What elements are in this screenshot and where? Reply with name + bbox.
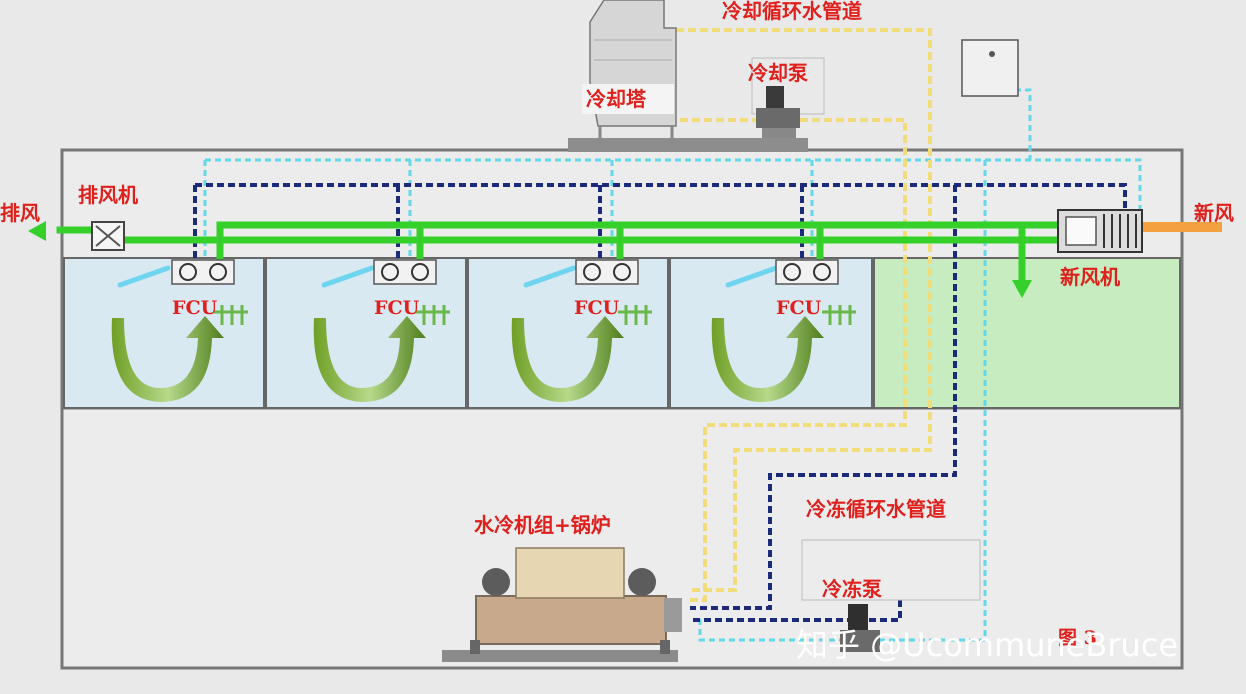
fcu-label-1: FCU <box>172 297 218 319</box>
fresh-air-intake <box>1142 222 1222 232</box>
watermark: 知乎 @UcommuneBruce <box>796 626 1178 664</box>
fcu-unit-2 <box>373 259 437 285</box>
supply-air-arrows <box>117 265 779 288</box>
fcu-label-3: FCU <box>574 297 620 319</box>
room-4 <box>669 257 873 409</box>
cooling-pump-label: 冷却泵 <box>748 61 808 85</box>
figure-number: 图 3 <box>1058 627 1097 649</box>
cooling-water-pipe <box>640 28 932 602</box>
cooling-pump <box>751 57 825 138</box>
fresh-air-label: 新风 <box>1194 201 1234 225</box>
exhaust-air-label: 排风 <box>0 201 40 225</box>
airflow-arrow-1 <box>111 316 224 402</box>
cooling-water-pipe-label: 冷却循环水管道 <box>722 0 862 23</box>
fcu-label-2: FCU <box>374 297 420 319</box>
fcu-units <box>171 259 839 285</box>
airflow-arrow-4 <box>711 316 824 402</box>
exhaust-arrow <box>28 221 46 241</box>
fcu-outlet-vents <box>214 305 856 325</box>
chiller-boiler-label: 水冷机组+锅炉 <box>474 513 611 537</box>
cooling-tower-label: 冷却塔 <box>586 87 647 111</box>
fresh-down-arrow <box>1012 280 1032 298</box>
chilled-pump-label: 冷冻泵 <box>822 577 882 601</box>
exhaust-fan <box>91 221 125 251</box>
fcu-label-4: FCU <box>776 297 822 319</box>
chilled-water-pipe <box>193 183 1127 622</box>
fcu-unit-3 <box>575 259 639 285</box>
cooling-tower-label-bg <box>582 84 674 114</box>
fcu-unit-4 <box>775 259 839 285</box>
airflow-arrow-2 <box>313 316 426 402</box>
airflow-arrow-3 <box>511 316 624 402</box>
chiller-boiler <box>442 547 682 662</box>
supply-air-duct <box>56 221 1064 284</box>
airflow-arrows <box>111 316 824 402</box>
exhaust-fan-label: 排风机 <box>78 183 138 207</box>
expansion-tank <box>961 39 1019 97</box>
fresh-air-unit <box>1057 209 1143 253</box>
chilled-water-pipe-label: 冷冻循环水管道 <box>806 497 946 521</box>
fresh-air-unit-label: 新风机 <box>1060 265 1120 289</box>
chilled-pump <box>801 539 981 652</box>
fcu-unit-1 <box>171 259 235 285</box>
rooms <box>63 257 1181 409</box>
